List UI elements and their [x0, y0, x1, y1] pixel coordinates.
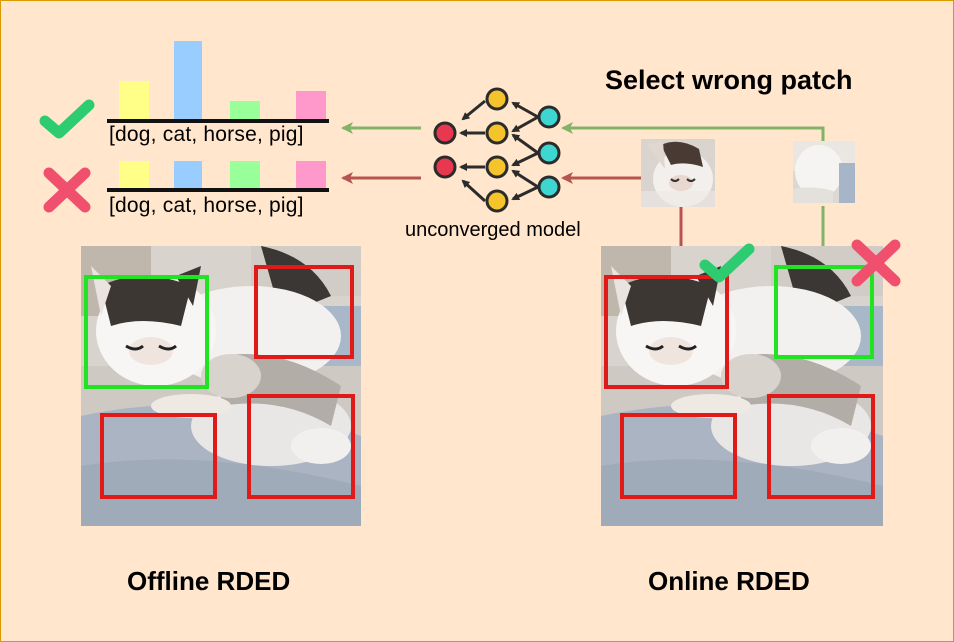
hidden-node — [485, 189, 509, 213]
baseline — [107, 188, 329, 192]
online-patch-box — [767, 394, 875, 499]
model-label: unconverged model — [405, 219, 581, 241]
output-node — [433, 121, 457, 145]
online-heading: Online RDED — [648, 566, 810, 596]
online-selected-patch-box — [774, 265, 874, 359]
bar-horse — [230, 101, 260, 119]
online-cat-image — [601, 246, 883, 526]
neural-network-icon — [433, 87, 561, 213]
input-node — [537, 105, 561, 129]
correct-prediction-bars — [107, 41, 329, 123]
bar-cat — [174, 161, 202, 188]
bar-dog — [119, 161, 149, 188]
cross-mark-icon — [851, 239, 901, 287]
figure-title: Select wrong patch — [605, 65, 853, 95]
wrong-prediction-bars — [107, 161, 329, 192]
bar-cat — [174, 41, 202, 119]
check-mark-icon — [699, 243, 755, 283]
cross-mark-icon — [43, 167, 91, 213]
green-input-arrow — [561, 122, 825, 141]
selected-patch-green — [793, 141, 855, 203]
offline-heading: Offline RDED — [127, 566, 291, 596]
hidden-node — [485, 155, 509, 179]
bar-pig — [296, 91, 326, 119]
offline-patch-box — [254, 265, 354, 359]
bar-pig — [296, 161, 326, 188]
hidden-node — [485, 121, 509, 145]
prediction-histograms — [107, 41, 329, 192]
wrong-class-label: [dog, cat, horse, pig] — [109, 194, 304, 217]
check-mark-icon — [39, 99, 95, 139]
output-node — [433, 155, 457, 179]
input-node — [537, 141, 561, 165]
bar-dog — [119, 81, 149, 119]
offline-patch-box — [247, 394, 355, 499]
baseline — [107, 119, 329, 123]
input-node — [537, 175, 561, 199]
offline-selected-patch-box — [84, 275, 209, 389]
offline-patch-box — [100, 413, 217, 499]
online-selected-patch-box — [604, 275, 729, 389]
hidden-node — [485, 87, 509, 111]
online-patch-box — [620, 413, 737, 499]
selected-patch-red — [641, 139, 715, 207]
bar-horse — [230, 161, 260, 188]
correct-class-label: [dog, cat, horse, pig] — [109, 123, 304, 146]
